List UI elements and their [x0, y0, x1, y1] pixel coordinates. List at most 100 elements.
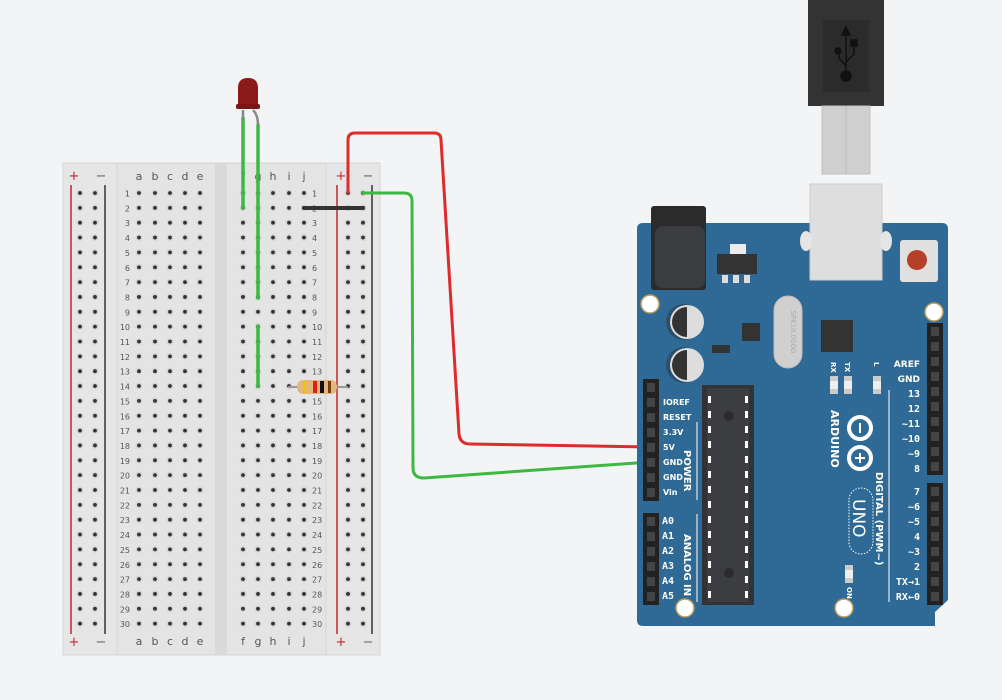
hole-center	[93, 443, 97, 448]
header-pin[interactable]	[647, 532, 655, 541]
hole-center	[361, 577, 365, 581]
header-pin[interactable]	[931, 502, 939, 511]
row-label: 20	[120, 472, 130, 481]
hole-center	[78, 443, 82, 448]
wire-5v[interactable]	[346, 131, 652, 449]
hole-center	[168, 280, 172, 284]
hole-center	[198, 577, 202, 581]
hole-center	[271, 191, 275, 195]
header-pin[interactable]	[647, 473, 655, 482]
hole-center	[287, 502, 291, 507]
header-pin[interactable]	[647, 428, 655, 437]
hole-center	[168, 621, 172, 626]
header-pin[interactable]	[647, 458, 655, 467]
header-pin[interactable]	[647, 562, 655, 571]
header-pin[interactable]	[931, 462, 939, 471]
usb-cable[interactable]	[808, 0, 884, 175]
row-label: 4	[312, 234, 317, 243]
power-header-title: POWER	[681, 450, 692, 492]
header-pin[interactable]	[931, 327, 939, 336]
column-label: a	[136, 635, 143, 648]
hole-center	[241, 428, 245, 433]
hole-center	[287, 265, 291, 270]
breadboard[interactable]: 1122334455667788991010111112121313141415…	[62, 162, 381, 656]
hole-center	[346, 220, 350, 225]
hole-center	[287, 532, 291, 537]
resistor-band	[328, 381, 331, 393]
led[interactable]	[236, 78, 260, 300]
header-pin[interactable]	[931, 432, 939, 441]
hole-center	[78, 502, 82, 507]
column-label: b	[152, 635, 159, 648]
hole-center	[241, 532, 245, 537]
digital-pin-label: 13	[908, 389, 920, 400]
header-pin[interactable]	[931, 592, 939, 601]
hole-center	[198, 517, 202, 522]
hole-center	[346, 235, 350, 240]
hole-center	[198, 502, 202, 507]
row-label: 19	[120, 457, 130, 466]
row-label: 12	[120, 353, 130, 362]
row-label: 11	[312, 338, 322, 347]
header-pin[interactable]	[931, 387, 939, 396]
header-pin[interactable]	[931, 447, 939, 456]
header-pin[interactable]	[647, 443, 655, 452]
header-pin[interactable]	[647, 488, 655, 497]
hole-center	[168, 369, 172, 374]
header-pin[interactable]	[931, 532, 939, 541]
header-pin[interactable]	[931, 517, 939, 526]
header-pin[interactable]	[931, 547, 939, 556]
hole-center	[287, 621, 291, 626]
usb-icon	[834, 25, 858, 82]
hole-center	[271, 428, 275, 433]
hole-center	[287, 413, 291, 418]
hole-center	[153, 413, 157, 418]
hole-center	[183, 592, 187, 596]
row-label: 10	[312, 323, 322, 332]
hole-center	[241, 384, 245, 388]
row-label: 22	[120, 501, 130, 510]
header-pin[interactable]	[931, 357, 939, 366]
hole-center	[361, 309, 365, 314]
header-pin[interactable]	[931, 372, 939, 381]
header-pin[interactable]	[647, 398, 655, 407]
hole-center	[93, 562, 97, 567]
header-pin[interactable]	[647, 577, 655, 586]
header-pin[interactable]	[647, 383, 655, 392]
hole-center	[78, 295, 82, 299]
hole-center	[361, 443, 365, 448]
hole-center	[241, 517, 245, 522]
hole-center	[198, 235, 202, 240]
hole-center	[346, 562, 350, 567]
header-pin[interactable]	[931, 342, 939, 351]
resistor[interactable]	[288, 380, 348, 394]
hole-center	[78, 562, 82, 567]
hole-center	[183, 458, 187, 463]
hole-center	[153, 235, 157, 240]
hole-center	[137, 309, 141, 314]
header-pin[interactable]	[647, 517, 655, 526]
hole-center	[256, 458, 260, 463]
row-label: 18	[312, 442, 322, 451]
hole-center	[93, 517, 97, 522]
header-pin[interactable]	[647, 547, 655, 556]
header-pin[interactable]	[931, 487, 939, 496]
hole-center	[183, 562, 187, 567]
power-pin-label: Vin	[663, 488, 678, 497]
header-pin[interactable]	[931, 402, 939, 411]
resistor-band	[303, 381, 305, 393]
header-pin[interactable]	[931, 417, 939, 426]
wire-gnd[interactable]	[361, 191, 652, 480]
analog-header	[643, 513, 659, 605]
hole-center	[198, 428, 202, 433]
hole-center	[256, 562, 260, 567]
hole-center	[287, 369, 291, 374]
hole-center	[137, 606, 141, 611]
header-pin[interactable]	[931, 562, 939, 571]
hole-center	[183, 369, 187, 374]
header-pin[interactable]	[647, 413, 655, 422]
header-pin[interactable]	[647, 592, 655, 601]
header-pin[interactable]	[931, 577, 939, 586]
